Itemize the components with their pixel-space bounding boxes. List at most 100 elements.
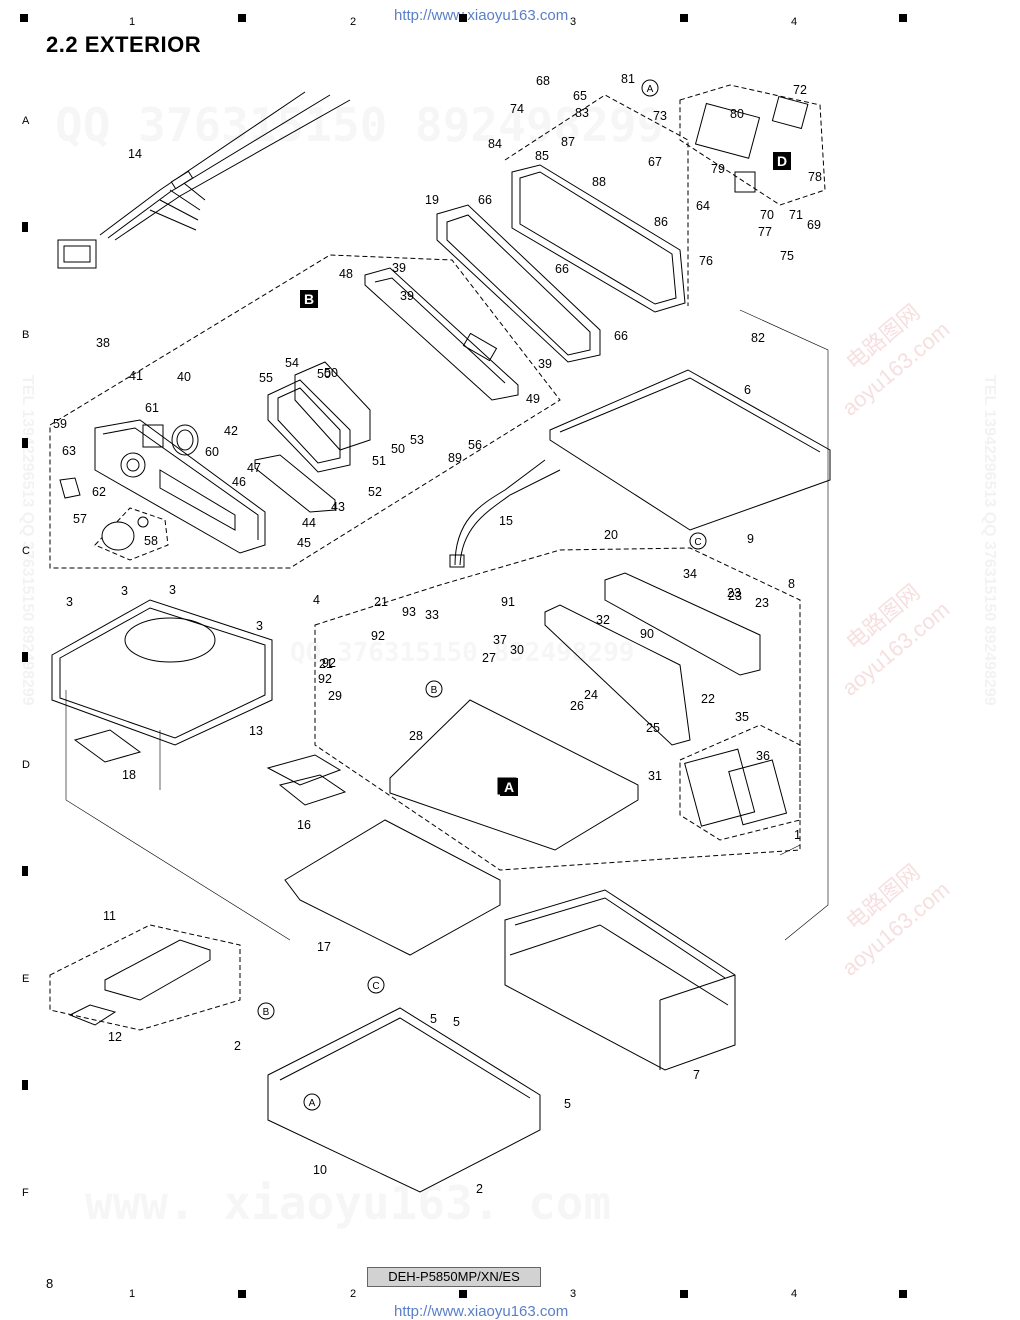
remote-control-part [104,939,211,1001]
part-label-50: 50 [317,367,331,381]
part-label-64: 64 [696,199,710,213]
part-label-67: 67 [648,155,662,169]
part-label-92: 92 [371,629,385,643]
svg-text:B: B [263,1007,270,1018]
row-e-label: E [22,973,30,985]
part-label-88: 88 [592,175,606,189]
cd-mechanism-part [51,599,273,746]
part-label-37: 37 [493,633,507,647]
svg-text:A: A [647,84,654,95]
part-label-3: 3 [169,583,176,597]
part-label-92: 92 [322,656,336,670]
bracket-part [142,424,164,448]
part-label-82: 82 [751,331,765,345]
footer-column-3: 3 [570,1288,577,1300]
part-label-70: 70 [760,208,774,222]
part-label-85: 85 [535,149,549,163]
panel-group-outline [49,254,561,569]
part-label-90: 90 [640,627,654,641]
part-label-27: 27 [482,651,496,665]
part-label-79: 79 [711,162,725,176]
registration-mark [238,14,246,22]
part-label-29: 29 [328,689,342,703]
part-label-3: 3 [256,619,263,633]
tel-watermark-left: TEL 13942296513 QQ 376315150 892498299 [19,375,36,706]
page-number: 8 [46,1276,54,1291]
part-label-66: 66 [614,329,628,343]
row-mark [22,866,28,876]
part-label-3: 3 [66,595,73,609]
part-label-50: 50 [391,442,405,456]
insulator-sheet-part [284,819,501,956]
part-label-57: 57 [73,512,87,526]
column-4-label: 4 [791,16,798,28]
part-label-4: 4 [313,593,320,607]
part-label-76: 76 [699,254,713,268]
ref-circle-a-top: A [641,79,659,97]
part-label-21: 21 [319,657,333,671]
row-d-label: D [22,759,30,771]
part-label-48: 48 [339,267,353,281]
part-label-87: 87 [561,135,575,149]
part-label-38: 38 [96,336,110,350]
part-label-33: 33 [425,608,439,622]
ref-circle-a-bot: A [303,1093,321,1111]
row-mark [22,1080,28,1090]
row-mark [22,222,28,232]
part-label-6: 6 [744,383,751,397]
part-label-92: 92 [318,672,332,686]
sub-pcb-group-outline [679,724,801,841]
d-group-outline [679,84,826,206]
remote-holder-part [68,1004,117,1026]
part-label-21: 21 [374,595,388,609]
part-label-66: 66 [478,193,492,207]
footer-column-4: 4 [791,1288,798,1300]
svg-text:A: A [309,1098,316,1109]
source-url-top[interactable]: http://www.xiaoyu163.com [394,7,569,24]
part-label-72: 72 [793,83,807,97]
part-label-24: 24 [584,688,598,702]
svg-text:B: B [304,291,314,307]
column-1-label: 1 [129,16,136,28]
ref-circle-c-top: C [689,532,707,550]
part-label-49: 49 [526,392,540,406]
part-label-50: 50 [324,366,338,380]
footer-column-2: 2 [350,1288,357,1300]
part-label-65: 65 [573,89,587,103]
part-label-11: 11 [103,909,116,923]
part-label-78: 78 [808,170,822,184]
part-label-39: 39 [400,289,414,303]
part-label-5: 5 [453,1015,460,1029]
front-grille-part [511,164,686,313]
part-label-39: 39 [392,261,406,275]
registration-mark [238,1290,246,1298]
sheet-part [266,754,347,806]
part-label-13: 13 [249,724,263,738]
part-label-83: 83 [575,106,589,120]
part-label-74: 74 [510,102,524,116]
source-url-bottom[interactable]: http://www.xiaoyu163.com [394,1303,569,1320]
ref-circle-b-bot: B [257,1002,275,1020]
part-label-63: 63 [62,444,76,458]
panel-chassis-part [364,267,519,401]
part-label-9: 9 [747,532,754,546]
part-label-93: 93 [402,605,416,619]
part-label-69: 69 [807,218,821,232]
part-label-45: 45 [297,536,311,550]
holder-part [504,889,736,1071]
tel-watermark-right: TEL 13942296513 QQ 376315150 892498299 [981,375,998,706]
part-label-62: 62 [92,485,106,499]
svg-text:A: A [504,779,514,795]
row-mark [22,652,28,662]
part-label-32: 32 [596,613,610,627]
part-label-40: 40 [177,370,191,384]
part-label-51: 51 [372,454,386,468]
footer-column-1: 1 [129,1288,136,1300]
wire-harness-part [57,91,351,269]
heat-sink-bracket-part [604,572,761,676]
remote-group-outline [49,924,241,1031]
part-label-71: 71 [789,208,803,222]
row-b-label: B [22,329,30,341]
svg-text:B: B [431,685,438,696]
part-label-42: 42 [224,424,238,438]
